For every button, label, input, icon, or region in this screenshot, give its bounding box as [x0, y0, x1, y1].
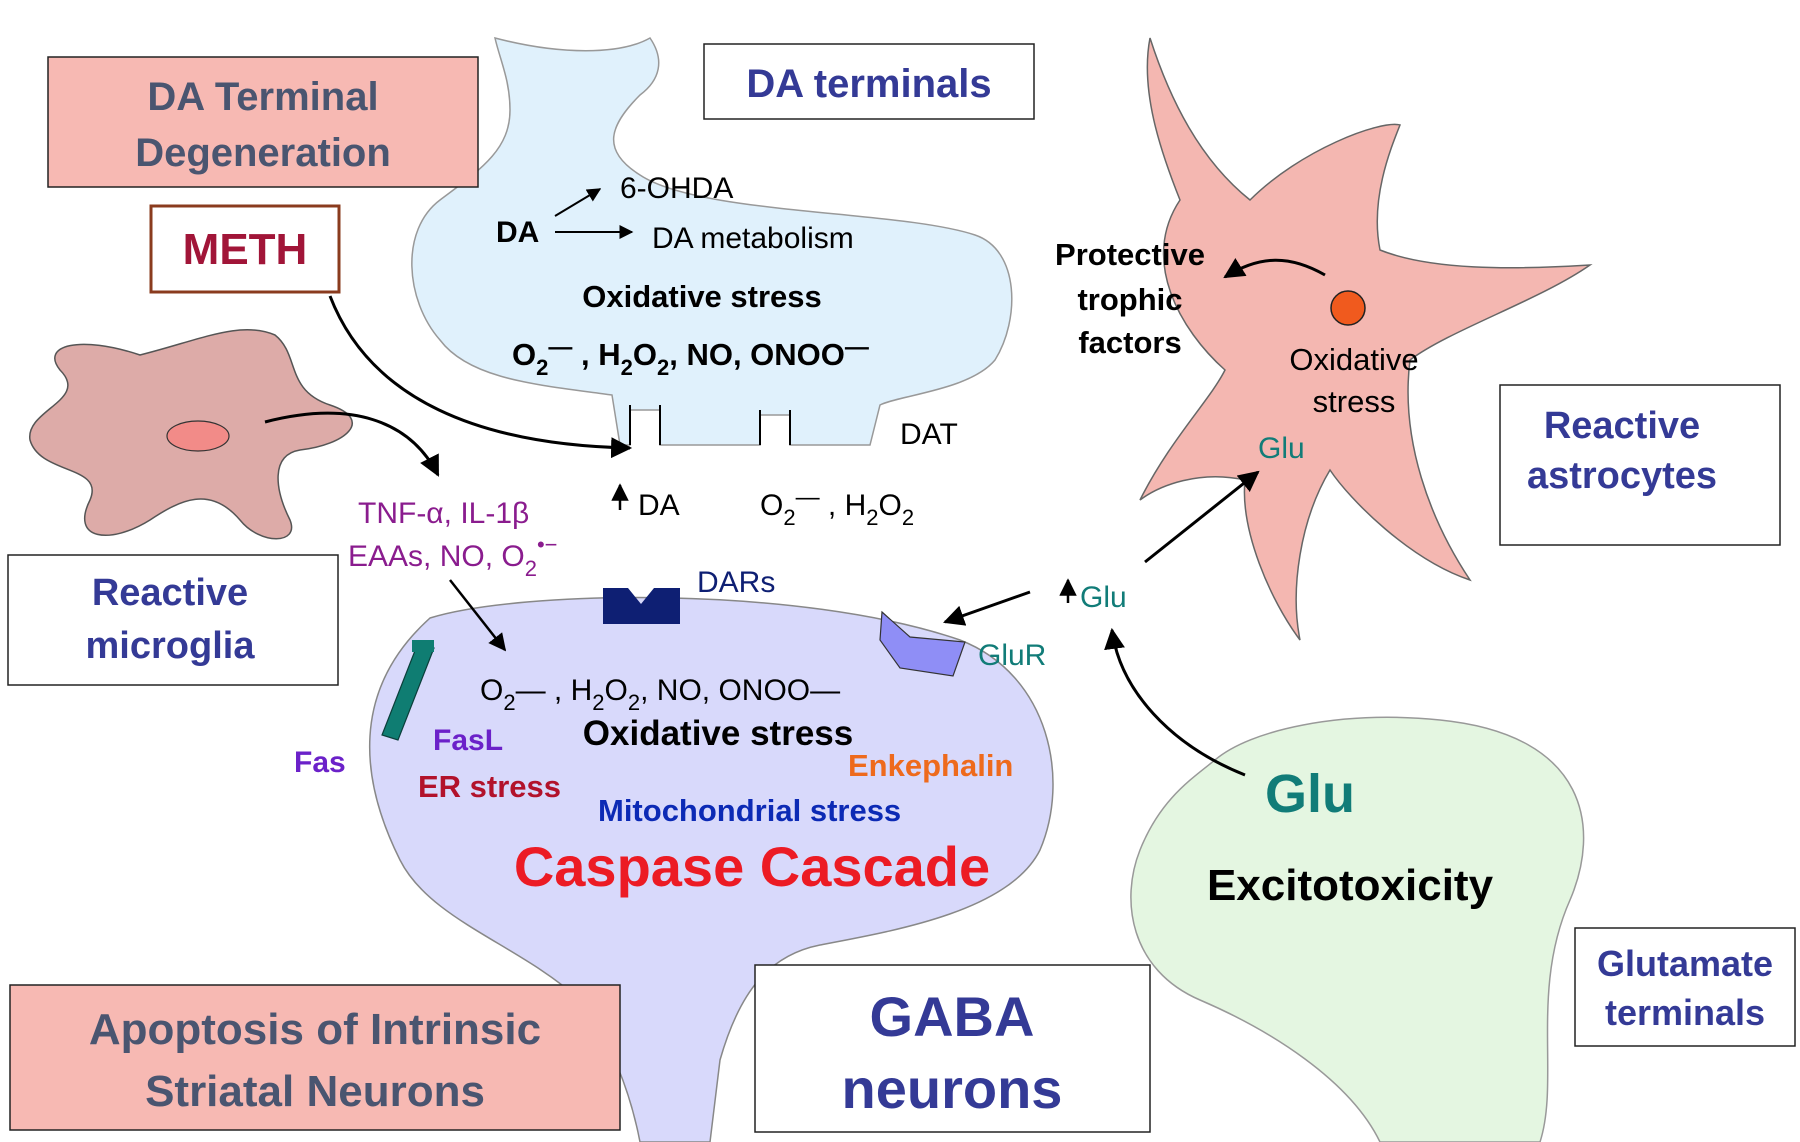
svg-text:Degeneration: Degeneration [135, 131, 391, 175]
astrocyte-shape [1139, 37, 1593, 641]
arrow-microglia-to-cytokines [264, 411, 440, 477]
er-stress-label: ER stress [418, 769, 561, 804]
da-terminal-shape [411, 36, 1013, 446]
fas-receptor-cap [412, 640, 434, 652]
box-glutamate-terminals [1574, 927, 1796, 1047]
reactive-astrocytes-label: Reactive astrocytes [1527, 405, 1717, 497]
astrocyte-glu-label: Glu [1258, 432, 1305, 465]
astrocyte-nucleus [1330, 290, 1366, 326]
dat-label: DAT [900, 418, 958, 451]
svg-text:Apoptosis of Intrinsic: Apoptosis of Intrinsic [89, 1005, 541, 1054]
da-terminal-degeneration-label: DA Terminal Degeneration [135, 75, 391, 175]
gaba-oxidative-stress-label: Oxidative stress [583, 714, 853, 753]
box-meth [149, 204, 341, 294]
da-ros-species: O2— , H2O2, NO, ONOO— [512, 334, 869, 380]
svg-text:neurons: neurons [842, 1057, 1063, 1120]
increased-da-label: DA [638, 489, 680, 522]
microglia-nucleus [166, 420, 230, 452]
reactive-microglia-label: Reactive microglia [86, 572, 256, 667]
box-apoptosis [9, 984, 621, 1131]
svg-text:GABA: GABA [870, 985, 1035, 1048]
glur-receptor [879, 610, 966, 677]
dars-receptor [603, 588, 680, 624]
gaba-neuron-shape [368, 596, 1054, 1142]
da-metabolism-label: DA metabolism [652, 222, 854, 255]
astrocyte-oxidative-stress-label: Oxidative stress [1289, 342, 1418, 419]
svg-text:factors: factors [1078, 325, 1181, 360]
arrow-meth-to-synapse [328, 295, 633, 459]
arrow-glu-to-gaba [943, 590, 1031, 626]
meth-label: METH [183, 225, 308, 274]
svg-text:Striatal Neurons: Striatal Neurons [145, 1067, 485, 1116]
da-terminals-label: DA terminals [746, 62, 991, 106]
glutamate-terminals-label: Glutamate terminals [1597, 943, 1773, 1033]
6-ohda-label: 6-OHDA [620, 172, 733, 205]
dat-transporter [629, 405, 791, 445]
svg-text:stress: stress [1313, 384, 1396, 419]
protective-trophic-factors-label: Protective trophic factors [1055, 237, 1205, 360]
caspase-cascade-label: Caspase Cascade [514, 835, 990, 898]
cytokines-label: TNF-α, IL-1β [358, 497, 529, 530]
svg-text:Glutamate: Glutamate [1597, 943, 1773, 984]
fasl-label: FasL [433, 724, 503, 757]
da-label: DA [496, 216, 539, 249]
arrow-glu-to-astrocyte [1144, 470, 1260, 564]
glu-terminal-label: Glu [1265, 764, 1355, 824]
arrow-mediators-to-gaba [449, 579, 507, 652]
svg-text:terminals: terminals [1605, 992, 1765, 1033]
svg-text:Oxidative: Oxidative [1289, 342, 1418, 377]
enkephalin-label: Enkephalin [848, 748, 1013, 783]
excitotoxicity-label: Excitotoxicity [1207, 861, 1494, 910]
svg-text:Reactive: Reactive [1544, 405, 1700, 447]
apoptosis-label: Apoptosis of Intrinsic Striatal Neurons [89, 1005, 541, 1116]
svg-text:Reactive: Reactive [92, 572, 248, 614]
mediators-label: EAAs, NO, O2•− [348, 532, 558, 581]
synapse-ros-label: O2— , H2O2 [760, 484, 914, 530]
da-oxidative-stress-label: Oxidative stress [582, 279, 822, 314]
box-reactive-microglia [7, 554, 339, 686]
glutamate-terminal-shape [1130, 716, 1585, 1142]
gaba-neurons-label: GABA neurons [842, 985, 1063, 1120]
fas-label: Fas [294, 746, 346, 779]
box-gaba-neurons [754, 964, 1151, 1133]
gaba-ros-species: O2— , H2O2, NO, ONOO— [480, 674, 840, 715]
arrow-astrocyte-to-protective [1223, 258, 1326, 279]
svg-text:DA Terminal: DA Terminal [147, 75, 378, 119]
box-da-terminals [703, 43, 1035, 120]
arrow-glutamate-to-glu [1104, 627, 1246, 777]
svg-text:trophic: trophic [1077, 282, 1182, 317]
mitochondrial-stress-label: Mitochondrial stress [598, 793, 901, 828]
box-reactive-astrocytes [1499, 384, 1781, 546]
svg-text:astrocytes: astrocytes [1527, 455, 1717, 497]
box-da-terminal-degeneration [47, 56, 479, 188]
arrow-da-to-6ohda [554, 188, 602, 217]
svg-text:microglia: microglia [86, 625, 256, 667]
svg-text:Protective: Protective [1055, 237, 1205, 272]
dars-label: DARs [697, 566, 775, 599]
increased-glu-label: Glu [1080, 581, 1127, 614]
glur-label: GluR [978, 639, 1046, 672]
